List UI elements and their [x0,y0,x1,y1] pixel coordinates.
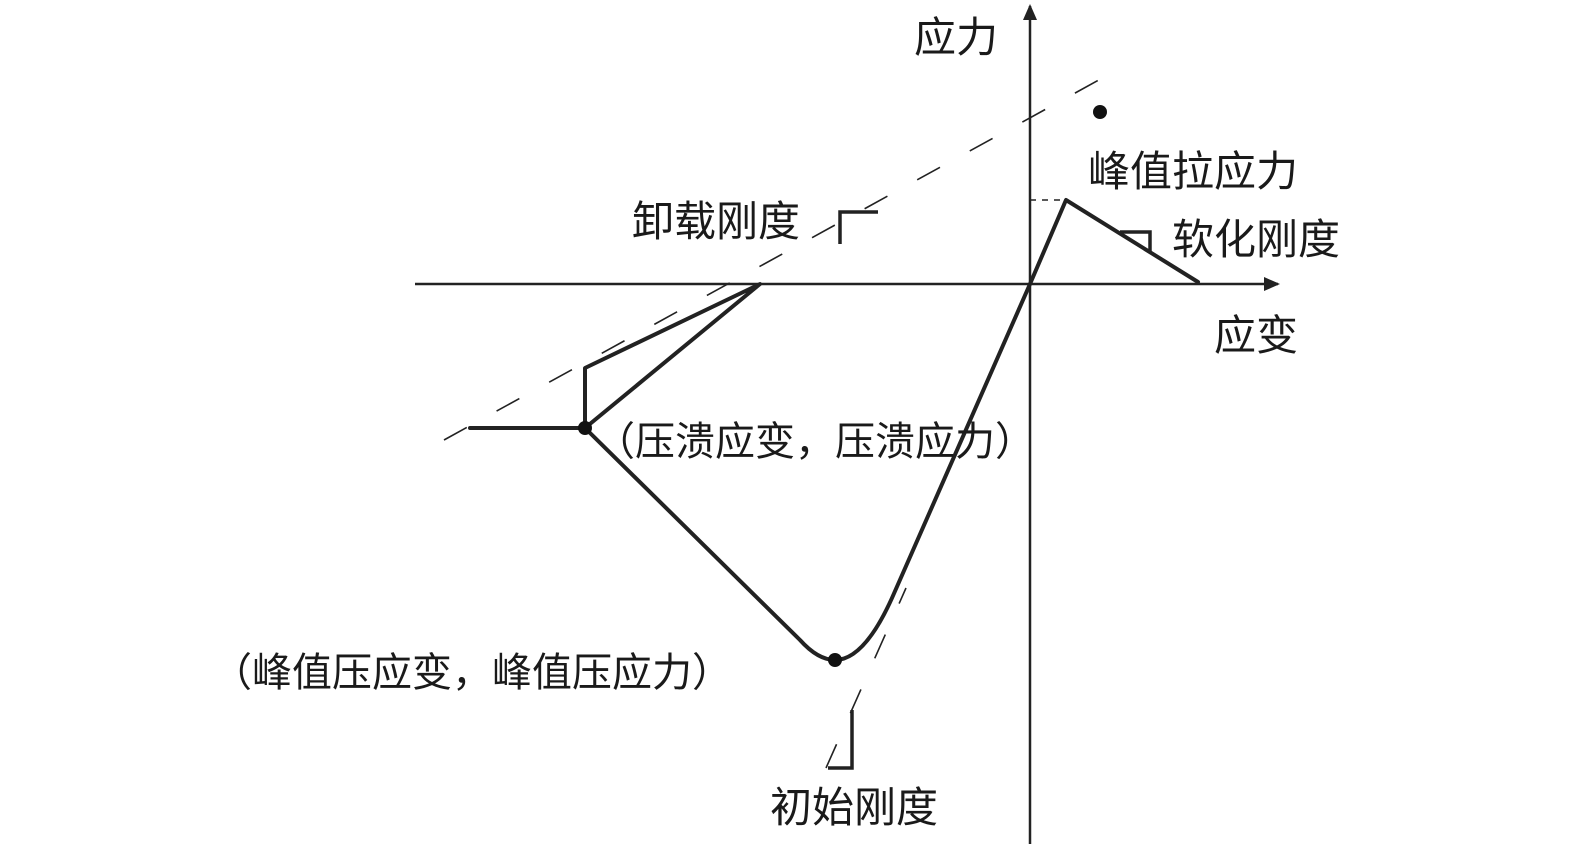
unloading-stiffness-triangle [838,210,878,244]
softening-stiffness-triangle [1120,230,1152,252]
initial-stiffness-dashed-line [825,587,907,769]
crush-point-marker [578,421,592,435]
unloading-path [583,282,762,430]
x-axis-label: 应变 [1214,311,1298,360]
initial-stiffness-triangle [828,710,854,770]
unloading-stiffness-dashed-line [443,69,1118,441]
y-axis-label: 应力 [914,13,998,62]
peak-compression-point-label: （峰值压应变，峰值压应力） [212,650,732,696]
peak-tensile-stress-point [1093,105,1107,119]
crush-point-label: （压溃应变，压溃应力） [595,419,1035,465]
peak-tensile-stress-label: 峰值拉应力 [1088,147,1298,196]
unloading-stiffness-label: 卸载刚度 [632,197,800,246]
initial-stiffness-label: 初始刚度 [770,783,938,832]
peak-compression-point-marker [828,653,842,667]
softening-stiffness-label: 软化刚度 [1172,215,1340,264]
